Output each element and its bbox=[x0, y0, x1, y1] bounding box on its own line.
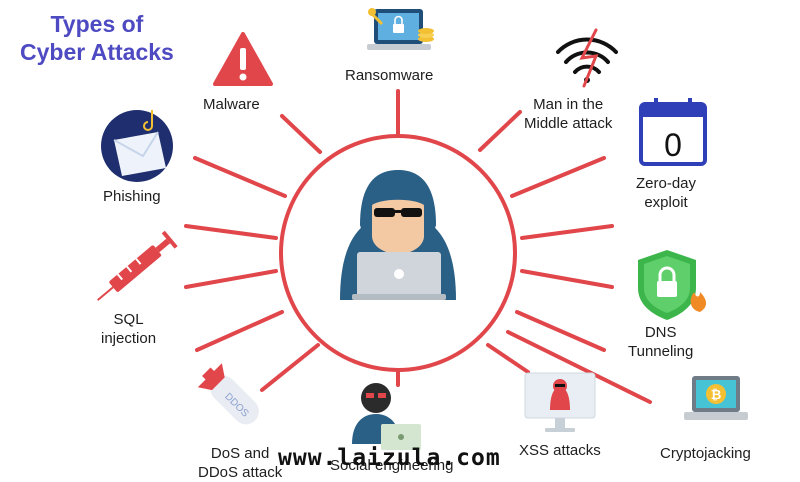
spoke-lower-left bbox=[195, 310, 284, 352]
warning-icon bbox=[213, 32, 273, 86]
spoke-lower-right bbox=[515, 310, 606, 352]
page-title-line2: Cyber Attacks bbox=[20, 39, 174, 65]
label-zeroday: Zero-day exploit bbox=[636, 174, 696, 212]
spoke-ddos bbox=[260, 343, 320, 392]
label-sql-line2: injection bbox=[101, 330, 157, 347]
syringe-icon bbox=[97, 230, 178, 301]
bitcoin-symbol: ₿ bbox=[711, 388, 722, 403]
zero-day-digit: 0 bbox=[664, 127, 682, 163]
hacker-icon bbox=[340, 170, 456, 300]
xss-monitor-icon bbox=[524, 372, 596, 432]
phishing-icon bbox=[101, 110, 173, 182]
page-title-line1: Types of bbox=[50, 11, 144, 37]
page-title: Types of Cyber Attacks bbox=[20, 10, 174, 66]
spoke-crypto bbox=[506, 330, 652, 404]
label-ddos-line2: DDoS attack bbox=[198, 464, 283, 481]
label-sql-line1: SQL bbox=[113, 311, 144, 328]
label-sql: SQL injection bbox=[101, 310, 156, 348]
label-dns-line2: Tunneling bbox=[628, 343, 694, 360]
label-phishing: Phishing bbox=[103, 188, 161, 205]
label-ddos: DoS and DDoS attack bbox=[198, 444, 282, 482]
ransomware-icon bbox=[367, 8, 434, 50]
label-malware: Malware bbox=[203, 96, 260, 113]
spoke-phishing bbox=[193, 156, 287, 198]
label-dns-line1: DNS bbox=[644, 324, 677, 341]
label-zeroday-line2: exploit bbox=[644, 194, 688, 211]
spoke-malware bbox=[280, 114, 322, 154]
spoke-mitm bbox=[478, 110, 522, 152]
label-social: Social engineering bbox=[330, 457, 454, 474]
label-crypto: Cryptojacking bbox=[660, 445, 751, 462]
spoke-zeroday bbox=[510, 156, 606, 198]
shield-lock-icon bbox=[638, 250, 707, 320]
label-ddos-line1: DoS and bbox=[210, 445, 270, 462]
label-zeroday-line1: Zero-day bbox=[636, 175, 697, 192]
spoke-left-mid bbox=[184, 224, 278, 240]
label-mitm-line1: Man in the bbox=[533, 96, 604, 113]
ddos-missile-icon: DDOS bbox=[197, 363, 259, 425]
label-xss: XSS attacks bbox=[519, 442, 601, 459]
label-mitm: Man in the Middle attack bbox=[524, 95, 612, 133]
label-dns: DNS Tunneling bbox=[628, 323, 693, 361]
watermark: www.laizula.com bbox=[278, 445, 501, 471]
spoke-dns bbox=[520, 269, 614, 289]
spokes bbox=[184, 89, 652, 404]
spoke-xss bbox=[486, 343, 530, 374]
wifi-attack-icon bbox=[556, 28, 618, 88]
social-engineer-icon bbox=[352, 383, 421, 450]
spoke-right-mid bbox=[520, 224, 614, 240]
label-ransomware: Ransomware bbox=[345, 67, 434, 84]
label-mitm-line2: Middle attack bbox=[524, 115, 613, 132]
calendar-icon: 0 bbox=[639, 98, 707, 166]
spoke-sql bbox=[184, 269, 278, 289]
crypto-laptop-icon: ₿ bbox=[684, 376, 748, 420]
